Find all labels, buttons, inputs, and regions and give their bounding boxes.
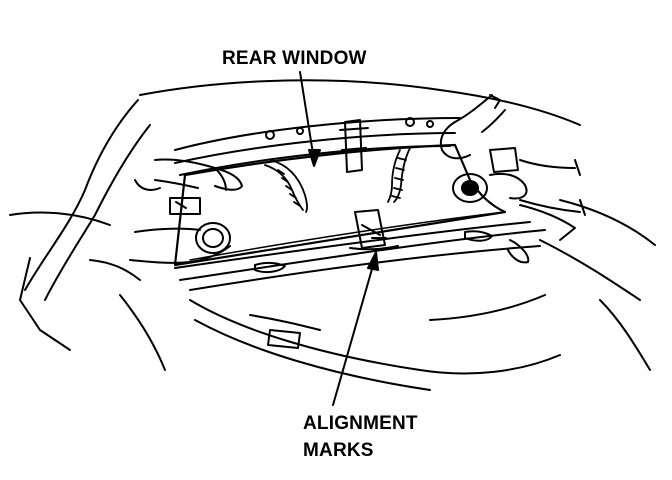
right-hands [439, 94, 586, 216]
alignment-arrowhead [367, 251, 379, 271]
left-suction-cup [169, 197, 231, 254]
left-hands [129, 158, 243, 264]
right-suction-cup [452, 147, 519, 203]
defroster-wiring [264, 147, 411, 213]
tape-strip-top [339, 119, 369, 173]
rear-window-glass [173, 143, 507, 267]
trunk-lid [174, 204, 576, 391]
callout-leaders [299, 71, 379, 406]
rear-window-leader-line [299, 71, 315, 161]
alignment-marks-label: ALIGNMENT MARKS [303, 410, 418, 464]
rear-window-arrowhead [308, 149, 321, 167]
car-body-outline [9, 79, 656, 371]
rear-window-label: REAR WINDOW [222, 48, 367, 69]
alignment-marks-label-line1: ALIGNMENT [303, 413, 418, 434]
alignment-leader-line [332, 261, 375, 406]
alignment-mark-tape [349, 209, 399, 251]
alignment-marks-label-line2: MARKS [303, 440, 374, 461]
